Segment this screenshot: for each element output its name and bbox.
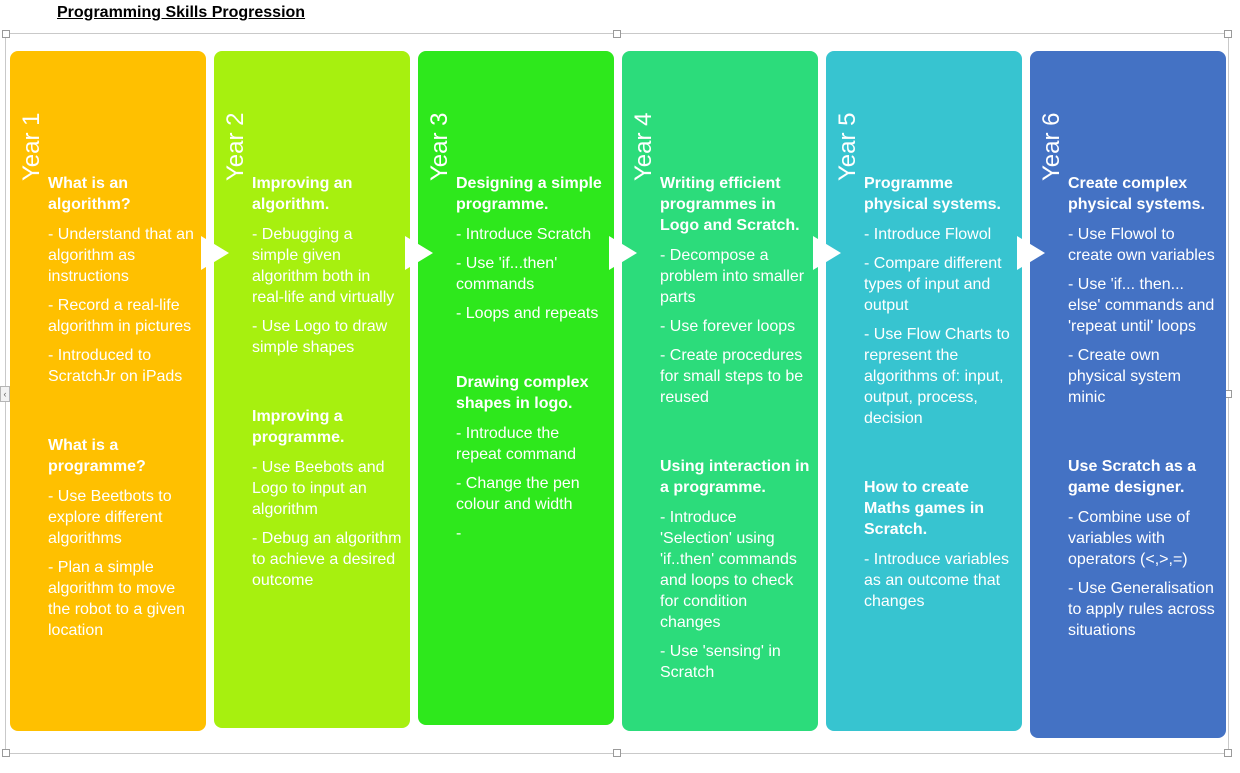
bullet-item: - Use Flow Charts to represent the algor…: [864, 326, 1010, 427]
bullet-item: - Debug an algorithm to achieve a desire…: [252, 530, 402, 589]
page-title: Programming Skills Progression: [57, 4, 306, 21]
bullet-item: - Use Beetbots to explore different algo…: [48, 488, 172, 547]
bullet-item: - Debugging a simple given algorithm bot…: [252, 226, 395, 306]
bullet-item: - Use forever loops: [660, 318, 796, 335]
bullet-item: - Create own physical system minic: [1068, 347, 1181, 406]
bullet-item: - Change the pen colour and width: [456, 475, 580, 513]
card-content: Programme physical systems. - Introduce F…: [864, 173, 1014, 620]
arrow-right-icon: [609, 236, 637, 270]
bullet-item: - Decompose a problem into smaller parts: [660, 247, 805, 306]
bullet-item: - Use Flowol to create own variables: [1068, 226, 1215, 264]
year-label: Year 5: [834, 112, 861, 181]
section-heading: Use Scratch as a game designer.: [1068, 458, 1197, 496]
resize-handle[interactable]: [2, 749, 10, 757]
resize-handle[interactable]: [613, 30, 621, 38]
arrow-right-icon: [1017, 236, 1045, 270]
bullet-item: - Introduce 'Selection' using 'if..then'…: [660, 509, 797, 631]
card-content: What is an algorithm? - Understand that a…: [48, 173, 198, 649]
section-heading: Using interaction in a programme.: [660, 458, 810, 496]
bullet-item: - Create procedures for small steps to b…: [660, 347, 804, 406]
arrow-right-icon: [201, 236, 229, 270]
bullet-item: - Use 'sensing' in Scratch: [660, 643, 781, 681]
bullet-item: -: [456, 525, 462, 542]
card-content: Improving an algorithm. - Debugging a sim…: [252, 173, 402, 599]
resize-handle[interactable]: [2, 30, 10, 38]
year-label: Year 1: [18, 112, 45, 181]
bullet-item: - Compare different types of input and o…: [864, 255, 1002, 314]
section-heading: Designing a simple programme.: [456, 175, 602, 213]
year-label: Year 4: [630, 112, 657, 181]
bullet-item: - Introduced to ScratchJr on iPads: [48, 347, 183, 385]
arrow-right-icon: [405, 236, 433, 270]
section-heading: How to create Maths games in Scratch.: [864, 479, 985, 538]
year-label: Year 6: [1038, 112, 1065, 181]
section-heading: What is an algorithm?: [48, 175, 131, 213]
card-content: Create complex physical systems. - Use F…: [1068, 173, 1218, 649]
year-label: Year 2: [222, 112, 249, 181]
bullet-item: - Understand that an algorithm as instru…: [48, 226, 194, 285]
bullet-item: - Use Generalisation to apply rules acro…: [1068, 580, 1215, 639]
card-content: Writing efficient programmes in Logo and…: [660, 173, 810, 691]
bullet-item: - Use Beebots and Logo to input an algor…: [252, 459, 385, 518]
bullet-item: - Introduce Scratch: [456, 226, 592, 243]
resize-handle[interactable]: [613, 749, 621, 757]
bullet-item: - Use 'if... then... else' commands and …: [1068, 276, 1215, 335]
bullet-item: - Introduce the repeat command: [456, 425, 577, 463]
resize-handle[interactable]: [1224, 30, 1232, 38]
bullet-item: - Plan a simple algorithm to move the ro…: [48, 559, 185, 639]
expand-tab-icon[interactable]: ‹: [0, 386, 10, 402]
bullet-item: - Use 'if...then' commands: [456, 255, 558, 293]
bullet-item: - Combine use of variables with operator…: [1068, 509, 1190, 568]
bullet-item: - Record a real-life algorithm in pictur…: [48, 297, 192, 335]
bullet-item: - Use Logo to draw simple shapes: [252, 318, 388, 356]
section-heading: What is a programme?: [48, 437, 146, 475]
section-heading: Writing efficient programmes in Logo and…: [660, 175, 800, 234]
section-heading: Create complex physical systems.: [1068, 175, 1205, 213]
section-heading: Improving a programme.: [252, 408, 345, 446]
card-content: Designing a simple programme. - Introduce…: [456, 173, 606, 552]
section-heading: Improving an algorithm.: [252, 175, 353, 213]
resize-handle[interactable]: [1224, 749, 1232, 757]
bullet-item: - Loops and repeats: [456, 305, 599, 322]
year-label: Year 3: [426, 112, 453, 181]
section-heading: Programme physical systems.: [864, 175, 1001, 213]
bullet-item: - Introduce variables as an outcome that…: [864, 551, 1009, 610]
section-heading: Drawing complex shapes in logo.: [456, 374, 589, 412]
arrow-right-icon: [813, 236, 841, 270]
bullet-item: - Introduce Flowol: [864, 226, 992, 243]
